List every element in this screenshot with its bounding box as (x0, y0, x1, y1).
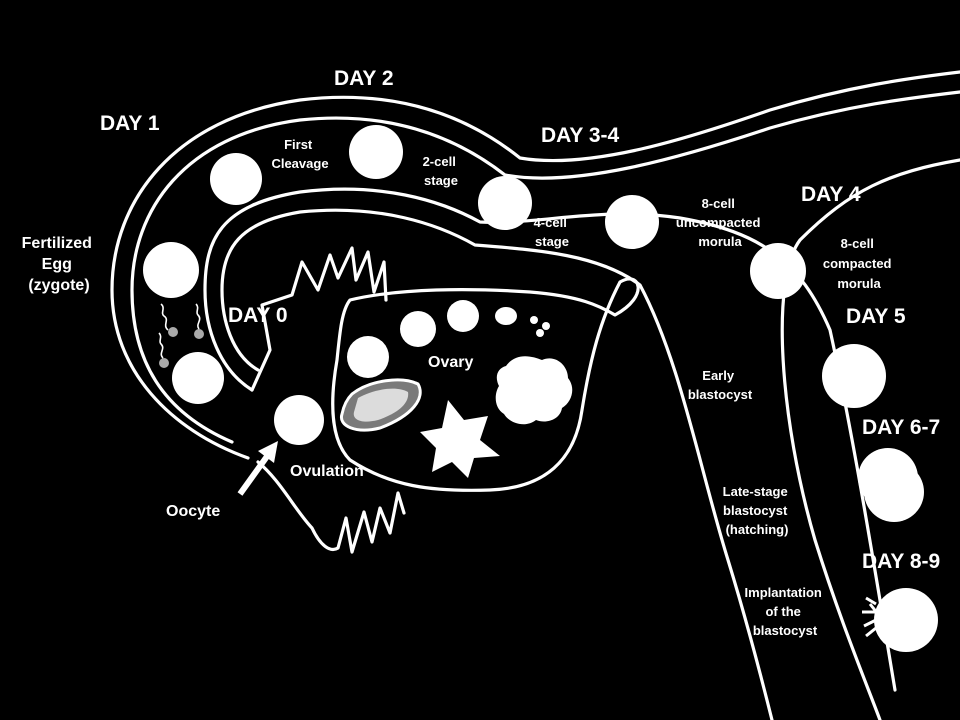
zygote-cell (143, 242, 199, 298)
label-implantation: Implantation of the blastocyst (745, 585, 826, 638)
implanted-blastocyst-cell (874, 588, 938, 652)
oocyte-arrow (237, 441, 278, 496)
implantation-projections (862, 596, 880, 638)
ovary-follicle-2 (447, 300, 479, 332)
label-day-4: DAY 4 (801, 183, 861, 206)
label-late-blastocyst: Late-stage blastocyst (hatching) (723, 484, 792, 537)
tube-lower-wall (220, 208, 774, 720)
corpus-luteum (420, 400, 500, 478)
fimbriae-upper (250, 246, 388, 392)
label-oocyte: Oocyte (166, 503, 220, 520)
label-eight-cell-compacted: 8-cell compacted morula (823, 236, 895, 291)
fimbriae-lower (256, 460, 406, 554)
embryo-stages (143, 125, 938, 652)
tube-outer-wall (110, 70, 960, 460)
tube-outer-right-wall (780, 158, 960, 720)
oocyte-arrow-shaft (237, 453, 271, 496)
eight-cell-compacted-cell (750, 243, 806, 299)
sperm-head-3 (159, 358, 169, 368)
fallopian-tube (110, 70, 960, 720)
eight-cell-uncompacted-cell (605, 195, 659, 249)
label-day-6-7: DAY 6-7 (862, 416, 940, 439)
fimbriae (250, 246, 406, 554)
sperm-group (158, 303, 204, 368)
label-four-cell-stage: 4-cell stage (534, 215, 571, 249)
label-day-1: DAY 1 (100, 112, 160, 135)
ovary (331, 277, 640, 492)
corpus-albicans (495, 356, 573, 425)
sperm-tail-1 (160, 303, 169, 331)
label-ovulation: Ovulation (290, 463, 364, 480)
sperm-tail-2 (195, 303, 201, 330)
ovary-follicle-5 (542, 322, 550, 330)
ovary-outline (331, 277, 640, 492)
early-blastocyst-cell (822, 344, 886, 408)
tube-inner-wall-upper (130, 90, 960, 444)
label-day-2: DAY 2 (334, 67, 394, 90)
label-day-8-9: DAY 8-9 (862, 550, 940, 573)
label-day-5: DAY 5 (846, 305, 906, 328)
sperm-tail-3 (158, 332, 164, 359)
label-first-cleavage: First Cleavage (271, 137, 328, 171)
four-cell-stage-cell (478, 176, 532, 230)
ruptured-follicle-inner (353, 388, 409, 422)
oocyte-arrow-head (258, 441, 278, 463)
label-fertilized-egg: Fertilized Egg (zygote) (22, 235, 97, 294)
sperm-head-2 (194, 329, 204, 339)
label-ovary: Ovary (428, 354, 473, 371)
label-early-blastocyst: Early blastocyst (688, 368, 753, 402)
ovary-follicle-7 (347, 336, 389, 378)
sperm-head-1 (168, 327, 178, 337)
fertilization-cell (172, 352, 224, 404)
ovary-follicle-6 (536, 329, 544, 337)
label-day-0: DAY 0 (228, 304, 288, 327)
ovary-follicle-4 (530, 316, 538, 324)
ovary-follicle-3 (495, 307, 517, 325)
label-two-cell-stage: 2-cell stage (423, 154, 460, 188)
label-eight-cell-uncompacted: 8-cell uncompacted morula (676, 196, 764, 249)
two-cell-stage-cell (349, 125, 403, 179)
ovary-follicle-1 (400, 311, 436, 347)
first-cleavage-cell (210, 153, 262, 205)
label-day-3-4: DAY 3-4 (541, 124, 620, 147)
oocyte-cell (274, 395, 324, 445)
late-blastocyst-cell-front (864, 462, 924, 522)
